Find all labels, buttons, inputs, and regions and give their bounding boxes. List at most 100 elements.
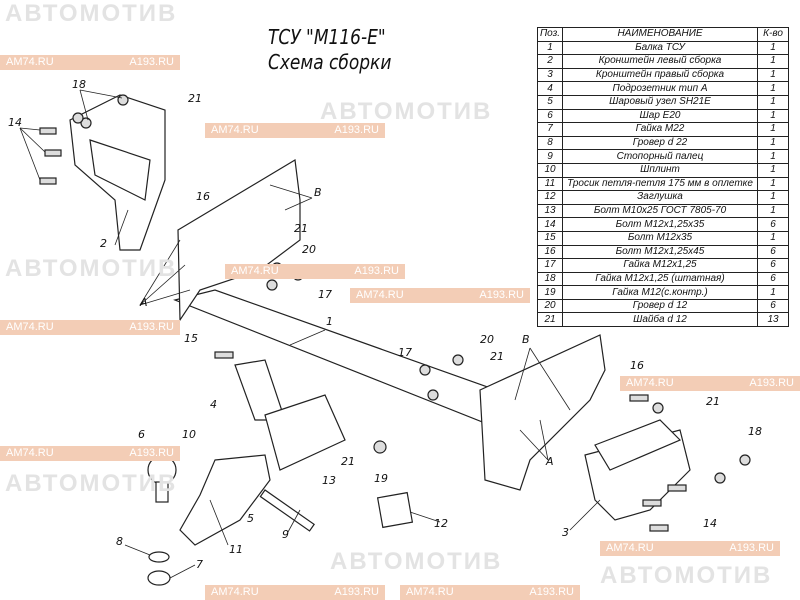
callout-label: 21	[188, 92, 202, 105]
callout-label: A	[140, 296, 148, 309]
row-name: Гровер d 12	[562, 298, 758, 314]
socket-holder	[234, 359, 346, 471]
row-pos: 17	[537, 258, 563, 273]
row-qty: 1	[757, 162, 789, 178]
callout-label: 21	[706, 395, 720, 408]
row-qty: 6	[757, 258, 789, 273]
row-qty: 1	[757, 285, 789, 300]
callout-label: 12	[434, 517, 448, 530]
drawing-title: ТСУ "M116-E"	[268, 25, 386, 49]
callout-label: B	[314, 186, 322, 199]
callout-label: 1	[326, 315, 333, 328]
row-pos: 6	[537, 108, 563, 124]
callout-label: 8	[116, 535, 123, 548]
row-qty: 1	[757, 203, 789, 219]
row-name: Заглушка	[562, 190, 758, 205]
callout-label: A	[546, 455, 554, 468]
row-pos: 12	[537, 190, 563, 205]
callout-label: 18	[748, 425, 762, 438]
row-name: Балка ТСУ	[562, 40, 758, 56]
row-name: Кронштейн левый сборка	[562, 54, 758, 69]
watermark-logo: АВТОМОТИВ	[5, 470, 178, 497]
row-pos: 13	[537, 203, 563, 219]
watermark-logo: АВТОМОТИВ	[600, 562, 773, 589]
tow-bar-beam	[173, 159, 606, 491]
header-pos: Поз.	[537, 27, 563, 42]
callout-label: 10	[182, 428, 196, 441]
callout-label: 2	[100, 237, 107, 250]
row-name: Стопорный палец	[562, 149, 758, 164]
row-pos: 7	[537, 122, 563, 137]
row-pos: 8	[537, 135, 563, 151]
callout-label: 16	[196, 190, 210, 203]
row-qty: 1	[757, 94, 789, 110]
callout-label: 21	[341, 455, 355, 468]
row-pos: 1	[537, 40, 563, 56]
row-name: Гровер d 22	[562, 135, 758, 151]
drawing-subtitle: Схема сборки	[268, 50, 392, 74]
row-qty: 6	[757, 271, 789, 287]
row-qty: 1	[757, 176, 789, 192]
row-name: Шайба d 12	[562, 312, 758, 328]
row-pos: 20	[537, 298, 563, 314]
row-name: Гайка M12x1,25	[562, 258, 758, 273]
row-qty: 1	[757, 108, 789, 124]
fasteners	[39, 94, 751, 532]
table-header: Поз. НАИМЕНОВАНИЕ К-во	[537, 27, 789, 42]
row-pos: 15	[537, 230, 563, 246]
header-qty: К-во	[757, 27, 789, 42]
callout-label: 11	[229, 543, 243, 556]
watermark-logo: АВТОМОТИВ	[5, 255, 178, 282]
row-pos: 3	[537, 67, 563, 83]
callout-label: 21	[294, 222, 308, 235]
row-qty: 6	[757, 217, 789, 232]
callout-label: 7	[196, 558, 203, 571]
callout-label: B	[522, 333, 530, 346]
callout-label: 18	[72, 78, 86, 91]
callout-label: 21	[490, 350, 504, 363]
callout-label: 17	[398, 346, 412, 359]
ball-mount	[147, 454, 414, 586]
row-pos: 4	[537, 81, 563, 96]
row-name: Гайка M12(с.контр.)	[562, 285, 758, 300]
row-name: Кронштейн правый сборка	[562, 67, 758, 83]
row-name: Болт M10x25 ГОСТ 7805-70	[562, 203, 758, 219]
row-name: Гайка M12x1,25 (штатная)	[562, 271, 758, 287]
row-pos: 11	[537, 176, 563, 192]
row-qty: 1	[757, 230, 789, 246]
row-name: Шаровый узел SH21E	[562, 94, 758, 110]
row-pos: 14	[537, 217, 563, 232]
row-qty: 1	[757, 149, 789, 164]
callout-label: 4	[210, 398, 217, 411]
row-pos: 10	[537, 162, 563, 178]
row-pos: 2	[537, 54, 563, 69]
row-qty: 6	[757, 298, 789, 314]
row-pos: 16	[537, 244, 563, 260]
row-pos: 21	[537, 312, 563, 328]
row-qty: 1	[757, 67, 789, 83]
callout-label: 14	[8, 116, 22, 129]
row-qty: 1	[757, 54, 789, 69]
watermark-logo: АВТОМОТИВ	[330, 548, 503, 575]
leader-lines	[19, 89, 601, 579]
